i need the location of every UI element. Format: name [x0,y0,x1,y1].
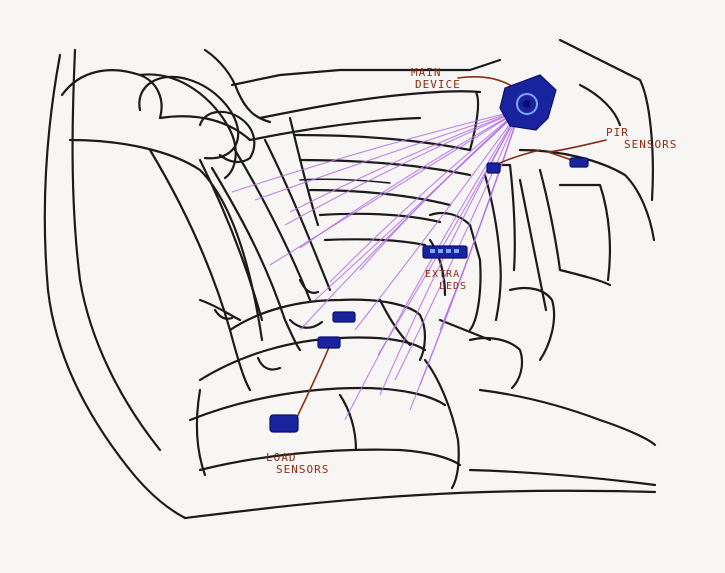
sensor-beam [254,109,521,201]
rear-window [288,90,480,247]
sensor-beam [439,109,521,331]
sensor-beam [344,109,521,421]
front-area [428,38,657,447]
sensor-beam [354,109,521,331]
main-device-label: MAIN DEVICE [411,66,461,91]
sensor-beams [231,109,521,421]
sensor-beam [289,109,521,213]
sensor-beam [284,109,521,226]
extra-leds-label: EXTRA LEDS [425,269,468,292]
load-sensor-icon [269,311,356,433]
sensor-beam [409,109,521,411]
sensor-beam [269,109,521,266]
main-device [499,74,557,131]
sensor-beam [231,109,521,193]
rear-seat-outline [43,48,332,520]
sensor-beam [299,109,521,249]
headrests-roof [138,48,502,164]
pir-sensors-label: PIR SENSORS [606,126,678,151]
pir-sensor-icon [486,157,589,174]
led-strip-icon [422,245,468,259]
sensor-beam [299,109,521,331]
sensor-beam [394,109,521,381]
sensor-beam [329,109,521,283]
load-sensors-label: LOAD SENSORS [266,451,330,476]
rear-seat-cushion [183,298,657,520]
